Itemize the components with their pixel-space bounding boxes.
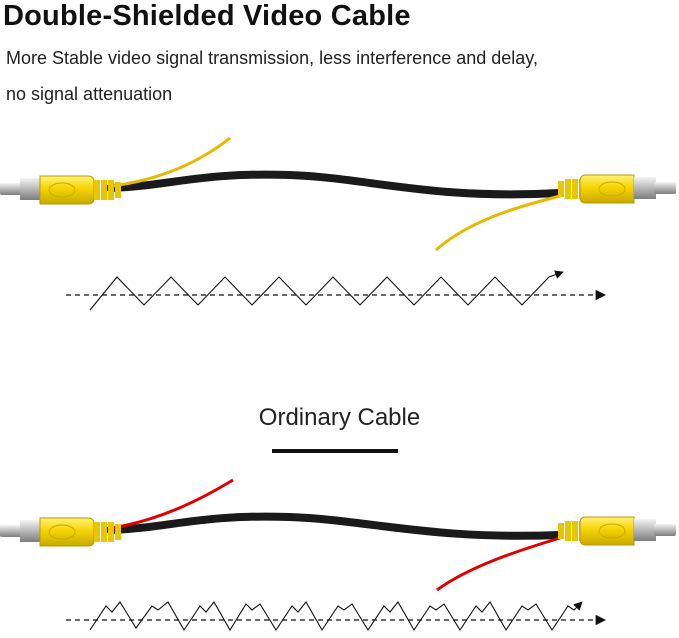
page-title: Double-Shielded Video Cable: [3, 0, 411, 32]
cable-2-ground-wire-left: [111, 478, 234, 530]
rca-plug-icon: [0, 175, 121, 205]
description-line-1: More Stable video signal transmission, l…: [6, 48, 538, 68]
zigzag-arrow-icon: [66, 270, 607, 311]
double-shielded-cable: [0, 136, 676, 252]
cable-2-ground-wire-right: [436, 536, 561, 592]
ordinary-cable-label: Ordinary Cable: [258, 404, 421, 431]
cable-1-shield-wire-left: [111, 136, 231, 188]
cable-1-black-wire: [106, 170, 564, 199]
rca-plug-icon: [558, 174, 676, 204]
description: More Stable video signal transmission, l…: [6, 40, 676, 112]
rca-plug-icon: [558, 516, 676, 546]
cable-2-black-wire: [106, 512, 564, 540]
description-line-2: no signal attenuation: [6, 84, 173, 104]
cable-1-shield-wire-right: [435, 194, 561, 252]
rca-plug-icon: [0, 517, 121, 547]
zigzag-arrow-icon: [66, 601, 607, 632]
ordinary-cable-underline: [272, 449, 398, 453]
ordinary-cable: [0, 478, 676, 592]
